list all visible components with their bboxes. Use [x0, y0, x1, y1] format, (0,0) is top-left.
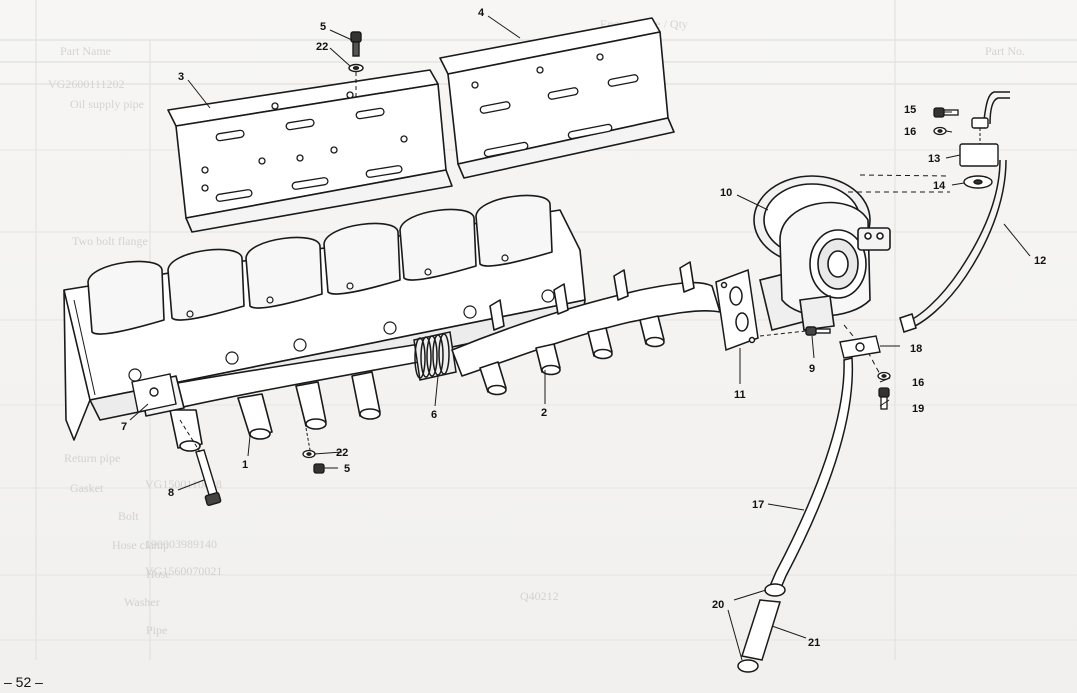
callout-11: 11 — [734, 389, 746, 401]
bolt-9 — [759, 326, 831, 337]
callout-1: 1 — [242, 459, 248, 471]
ghost-text: Part Name — [60, 44, 111, 58]
callout-2: 2 — [541, 407, 547, 419]
callout-16-bottom: 16 — [912, 377, 924, 389]
bolt-5-bottom — [302, 427, 325, 474]
callout-22-bottom: 22 — [336, 447, 348, 459]
washer-16-top — [933, 126, 947, 136]
return-flange-18 — [839, 335, 881, 359]
ghost-text: Hose clamp — [112, 538, 169, 552]
show-through-table: Part Name Engine Type / Qty Part No. Oil… — [0, 0, 1077, 660]
hose-clamp-20 — [737, 583, 786, 673]
callout-5-top: 5 — [320, 21, 326, 33]
callout-numbers: 1 2 3 4 5 5 6 7 8 9 10 11 12 13 14 15 16… — [121, 7, 1046, 649]
ghost-text: Hose — [146, 567, 171, 581]
washer-16-bottom — [877, 371, 891, 381]
callout-16-top: 16 — [904, 126, 916, 138]
bellows-6 — [413, 331, 457, 381]
callout-14: 14 — [933, 180, 946, 192]
callout-8: 8 — [168, 487, 174, 499]
callout-7: 7 — [121, 421, 127, 433]
callout-15: 15 — [904, 104, 916, 116]
ghost-text: Part No. — [985, 44, 1025, 58]
callout-9: 9 — [809, 363, 815, 375]
ghost-text: Q40212 — [520, 589, 559, 603]
callout-22-top: 22 — [316, 41, 328, 53]
page-number: – 52 – — [4, 674, 43, 690]
callout-5-bottom: 5 — [344, 463, 350, 475]
ghost-text: Pipe — [146, 623, 167, 637]
bolt-8 — [179, 419, 222, 506]
flange-gasket-11 — [715, 268, 759, 352]
ghost-text: Bolt — [118, 509, 139, 523]
ghost-text: Two bolt flange — [72, 234, 148, 248]
bolt-5-top — [348, 31, 364, 100]
gasket-7 — [131, 373, 177, 413]
callout-3: 3 — [178, 71, 184, 83]
ghost-text: Gasket — [70, 481, 104, 495]
ghost-text: Washer — [124, 595, 160, 609]
callout-21: 21 — [808, 637, 820, 649]
washer-14 — [963, 175, 993, 189]
callout-19: 19 — [912, 403, 924, 415]
heat-shield-right — [439, 17, 675, 179]
callout-20: 20 — [712, 599, 724, 611]
callout-10: 10 — [720, 187, 732, 199]
ghost-text: Oil supply pipe — [70, 97, 144, 111]
callout-18: 18 — [910, 343, 922, 355]
ghost-text: 190003989140 — [145, 537, 217, 551]
leader-lines — [129, 15, 1031, 661]
turbocharger-10 — [753, 175, 891, 331]
banjo-fitting-13 — [959, 117, 999, 167]
heat-shield-left — [167, 69, 453, 233]
ghost-text: VG2600111202 — [48, 77, 124, 91]
oil-supply-pipe-12 — [899, 91, 1010, 333]
callout-13: 13 — [928, 153, 940, 165]
ghost-text: Return pipe — [64, 451, 120, 465]
callout-4: 4 — [478, 7, 485, 19]
return-pipe-17 — [769, 357, 854, 591]
hose-21 — [741, 599, 781, 661]
callout-12: 12 — [1034, 255, 1046, 267]
callout-6: 6 — [431, 409, 437, 421]
callout-17: 17 — [752, 499, 764, 511]
ghost-text: VG1560070021 — [145, 564, 222, 578]
